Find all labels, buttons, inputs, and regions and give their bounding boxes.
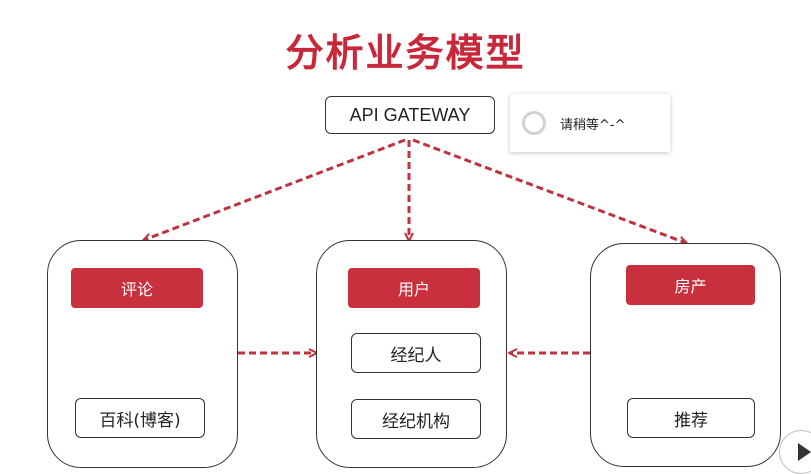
user-service-item-agent: 经纪人 bbox=[351, 333, 481, 373]
loading-toast-text: 请稍等^-^ bbox=[560, 117, 626, 133]
play-button[interactable] bbox=[779, 430, 811, 474]
house-service-header: 房产 bbox=[626, 265, 755, 305]
arrow-gateway-to-house bbox=[412, 138, 686, 243]
loading-spinner-icon bbox=[522, 111, 546, 135]
play-icon bbox=[798, 443, 811, 461]
house-service-item-recommend: 推荐 bbox=[627, 398, 755, 438]
arrow-gateway-to-comment bbox=[144, 138, 406, 240]
api-gateway-label: API GATEWAY bbox=[349, 104, 471, 125]
comment-service-header: 评论 bbox=[71, 268, 203, 308]
loading-toast: 请稍等^-^ bbox=[510, 94, 670, 152]
user-service-header: 用户 bbox=[348, 268, 480, 308]
page-title: 分析业务模型 bbox=[285, 31, 526, 75]
api-gateway-box: API GATEWAY bbox=[325, 96, 495, 134]
comment-service-item-wiki: 百科(博客) bbox=[75, 398, 205, 438]
user-service-item-agency: 经纪机构 bbox=[351, 399, 481, 439]
